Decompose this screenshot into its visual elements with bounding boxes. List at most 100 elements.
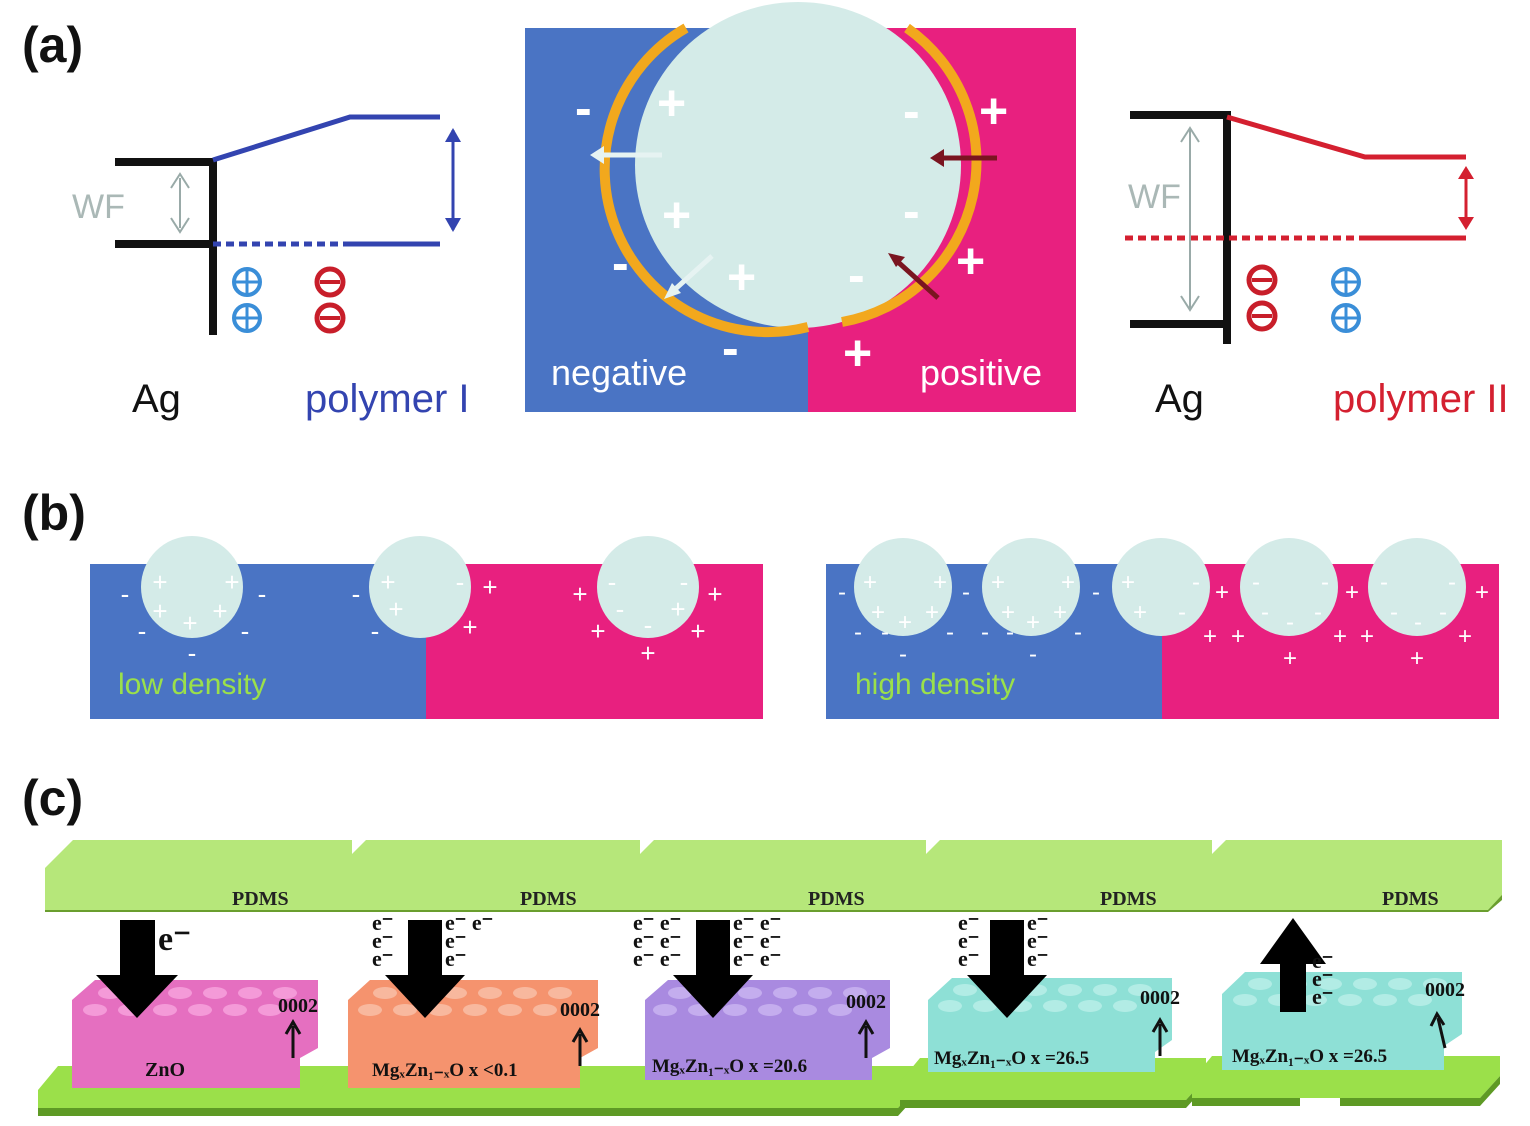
svg-text:e⁻: e⁻ xyxy=(958,910,979,935)
svg-text:-: - xyxy=(1321,569,1329,596)
negative-label: negative xyxy=(551,352,687,393)
svg-text:-: - xyxy=(456,567,465,597)
svg-text:+: + xyxy=(1121,569,1135,596)
svg-text:+: + xyxy=(1283,645,1297,672)
svg-text:-: - xyxy=(680,567,689,597)
svg-text:+: + xyxy=(863,569,877,596)
positive-holes-left xyxy=(232,267,262,333)
device-module-2: PDMS e⁻e⁻e⁻ e⁻ e⁻e⁻e⁻ 0002 MgₓZn₁₋ₓO x <… xyxy=(320,840,640,1116)
pdms-label-2: PDMS xyxy=(520,888,577,910)
svg-text:+: + xyxy=(979,83,1008,139)
metal-label-left: Ag xyxy=(132,377,181,421)
svg-text:+: + xyxy=(1133,599,1147,626)
electrons-4: e⁻e⁻e⁻ e⁻e⁻e⁻ xyxy=(958,910,1048,971)
svg-text:-: - xyxy=(1006,619,1014,646)
svg-text:+: + xyxy=(707,579,722,609)
svg-text:-: - xyxy=(848,247,865,303)
high-density-caption: high density xyxy=(855,668,1015,701)
svg-text:-: - xyxy=(1074,619,1082,646)
svg-text:-: - xyxy=(838,579,846,606)
panel-b-label: (b) xyxy=(22,485,86,541)
svg-text:-: - xyxy=(899,641,907,668)
svg-text:e⁻ e⁻: e⁻ e⁻ xyxy=(445,910,493,935)
svg-text:+: + xyxy=(212,596,227,626)
svg-text:+: + xyxy=(1061,569,1075,596)
svg-text:-: - xyxy=(1286,609,1294,636)
particle-contact-diagram: -+ +- +- -+ -+ -+ negative positive xyxy=(525,2,1076,412)
band-diagram-left: WF Ag polymer I xyxy=(72,114,470,421)
svg-text:+: + xyxy=(1345,579,1359,606)
svg-text:+: + xyxy=(1360,623,1374,650)
svg-text:e⁻ e⁻: e⁻ e⁻ xyxy=(733,910,781,935)
svg-text:+: + xyxy=(1053,599,1067,626)
positive-label: positive xyxy=(920,352,1042,393)
svg-text:-: - xyxy=(1192,569,1200,596)
svg-text:+: + xyxy=(380,567,395,597)
electron-label-1: e⁻ xyxy=(158,921,191,958)
svg-text:+: + xyxy=(1333,623,1347,650)
direction-label-1: 0002 xyxy=(278,995,318,1017)
electrons-2: e⁻e⁻e⁻ e⁻ e⁻e⁻e⁻ xyxy=(372,910,493,971)
pdms-label-4: PDMS xyxy=(1100,888,1157,910)
svg-text:e⁻: e⁻ xyxy=(1027,910,1048,935)
high-density-panel: -++- +++ ---- ++- +++ ---- +-+- +--+ ---… xyxy=(826,538,1499,719)
svg-text:-: - xyxy=(1029,641,1037,668)
negative-electrons-right xyxy=(1246,264,1278,332)
electrons-3: e⁻ e⁻e⁻ e⁻e⁻ e⁻ e⁻ e⁻e⁻ e⁻e⁻ e⁻ xyxy=(633,910,781,971)
svg-text:+: + xyxy=(871,599,885,626)
svg-text:-: - xyxy=(946,619,954,646)
device-module-1: PDMS e⁻ 0002 ZnO xyxy=(38,840,352,1116)
svg-text:+: + xyxy=(572,579,587,609)
low-density-panel: -++- +++ --- -+-+ +-+ +--+ -+ +-++ low d… xyxy=(90,536,763,719)
svg-text:e⁻: e⁻ xyxy=(445,946,466,971)
svg-text:-: - xyxy=(881,619,889,646)
band-diagram-right: WF Ag polymer II xyxy=(1125,111,1509,421)
svg-text:+: + xyxy=(956,233,985,289)
svg-text:e⁻: e⁻ xyxy=(1312,984,1333,1009)
svg-text:-: - xyxy=(1390,599,1398,626)
svg-text:-: - xyxy=(1252,569,1260,596)
svg-text:-: - xyxy=(903,183,920,239)
svg-text:e⁻: e⁻ xyxy=(1312,966,1333,991)
svg-text:+: + xyxy=(1026,609,1040,636)
svg-text:-: - xyxy=(352,579,361,609)
svg-text:-: - xyxy=(981,619,989,646)
svg-text:e⁻: e⁻ xyxy=(1312,948,1333,973)
svg-text:-: - xyxy=(1092,579,1100,606)
svg-text:-: - xyxy=(854,619,862,646)
svg-text:+: + xyxy=(1215,579,1229,606)
svg-text:-: - xyxy=(258,579,267,609)
svg-text:+: + xyxy=(925,599,939,626)
svg-text:-: - xyxy=(121,579,130,609)
svg-text:e⁻: e⁻ xyxy=(958,928,979,953)
svg-text:e⁻: e⁻ xyxy=(372,928,393,953)
svg-text:-: - xyxy=(575,80,592,136)
material-label-2: MgₓZn₁₋ₓO x <0.1 xyxy=(372,1060,518,1081)
svg-text:+: + xyxy=(1475,579,1489,606)
svg-text:-: - xyxy=(903,83,920,139)
svg-text:-: - xyxy=(644,610,653,640)
svg-text:+: + xyxy=(1001,599,1015,626)
svg-text:+: + xyxy=(657,75,686,131)
svg-text:+: + xyxy=(1410,645,1424,672)
svg-text:-: - xyxy=(1380,569,1388,596)
svg-text:-: - xyxy=(1314,599,1322,626)
direction-label-3: 0002 xyxy=(846,991,886,1013)
svg-text:-: - xyxy=(188,638,197,668)
svg-text:-: - xyxy=(608,567,617,597)
svg-text:+: + xyxy=(388,594,403,624)
svg-text:+: + xyxy=(843,325,872,381)
panel-c-label: (c) xyxy=(22,770,83,826)
material-label-1: ZnO xyxy=(145,1059,185,1081)
svg-text:-: - xyxy=(962,579,970,606)
material-label-5: MgₓZn₁₋ₓO x =26.5 xyxy=(1232,1046,1387,1067)
svg-text:+: + xyxy=(462,612,477,642)
svg-text:e⁻: e⁻ xyxy=(372,910,393,935)
panel-a-label: (a) xyxy=(22,17,83,73)
polymer-label-right: polymer II xyxy=(1333,377,1509,421)
svg-text:+: + xyxy=(1231,623,1245,650)
wf-label-left: WF xyxy=(72,188,125,226)
polymer-label-left: polymer I xyxy=(305,377,470,421)
metal-label-right: Ag xyxy=(1155,377,1204,421)
